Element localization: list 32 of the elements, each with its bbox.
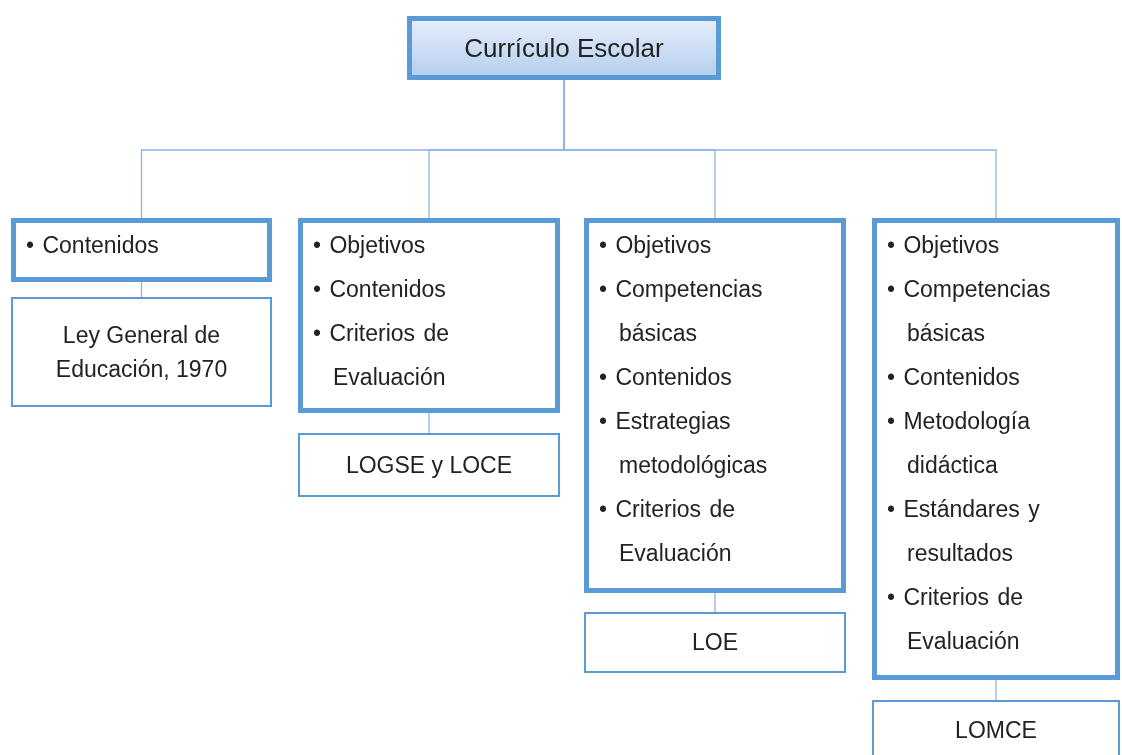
bullet-list-box — [584, 218, 846, 593]
list-item: • Objetivos — [887, 231, 1001, 260]
list-item: • Estándares y resultados — [887, 495, 1041, 568]
list-item: • Objetivos — [313, 231, 427, 260]
connector-line — [428, 412, 430, 434]
law-box — [11, 297, 272, 407]
box-label: LOE — [692, 628, 738, 658]
list-item: • Contenidos — [26, 231, 160, 260]
list-item: • Objetivos — [599, 231, 713, 260]
connector-line — [995, 679, 997, 701]
list-item: • Criterios de Evaluación — [313, 319, 451, 392]
box-label: Currículo Escolar — [464, 32, 664, 64]
list-item: • Contenidos — [887, 363, 1021, 392]
list-item: • Estrategias metodológicas — [599, 407, 769, 480]
bullet-list-box — [298, 218, 560, 413]
list-item: • Contenidos — [313, 275, 447, 304]
list-item: • Metodología didáctica — [887, 407, 1032, 480]
list-item: • Criterios de Evaluación — [887, 583, 1025, 656]
list-item: • Contenidos — [599, 363, 733, 392]
title-box — [407, 16, 721, 80]
box-label: LOMCE — [955, 715, 1037, 745]
box-label: LOGSE y LOCE — [345, 450, 513, 480]
box-label: Ley General de Educación, 1970 — [54, 320, 229, 384]
law-box — [298, 433, 560, 497]
list-item: • Criterios de Evaluación — [599, 495, 737, 568]
law-box — [584, 612, 846, 673]
bullet-list-box — [872, 218, 1120, 680]
connector-line — [714, 592, 716, 613]
list-item: • Competencias básicas — [599, 275, 764, 348]
list-item: • Competencias básicas — [887, 275, 1052, 348]
law-box — [872, 700, 1120, 755]
bullet-list-box — [11, 218, 272, 282]
